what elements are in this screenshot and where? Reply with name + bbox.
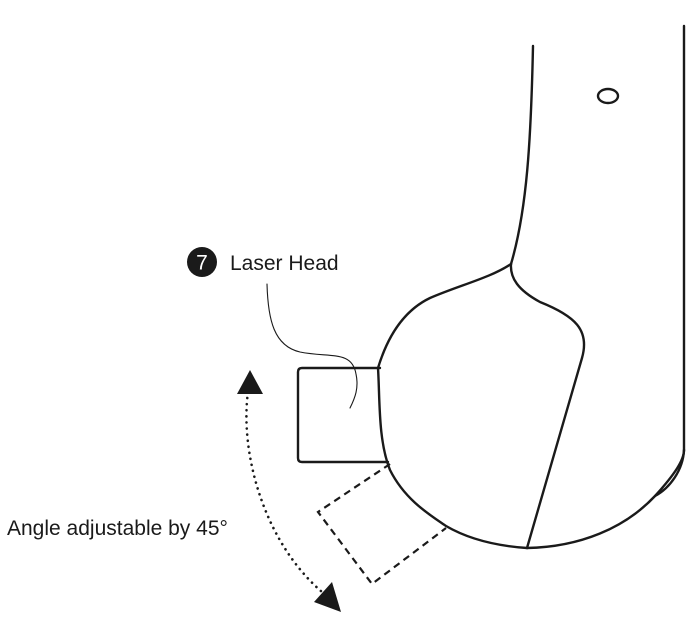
device-head-bottom-curve (525, 448, 686, 550)
callout-badge-circle (187, 247, 217, 277)
callout-leader-line (266, 283, 358, 409)
callout-label: Laser Head (230, 252, 339, 275)
laser-head-rotated-outline (316, 463, 447, 586)
device-rim-detail (653, 448, 686, 498)
device-head-left-bulge (376, 366, 529, 550)
device-arm-left-edge (509, 44, 535, 266)
angle-range-arc (245, 390, 324, 594)
angle-arrow-down-icon (314, 582, 341, 612)
callout-badge: 7 (187, 247, 217, 277)
laser-head-box (296, 366, 390, 464)
angle-arrow-up-icon (237, 370, 263, 394)
device-head-upper-curve (376, 262, 513, 370)
callout-number: 7 (196, 252, 208, 275)
device-hole (596, 87, 620, 105)
device-head-inner-contour (509, 262, 586, 550)
angle-annotation: Angle adjustable by 45° (7, 517, 228, 540)
